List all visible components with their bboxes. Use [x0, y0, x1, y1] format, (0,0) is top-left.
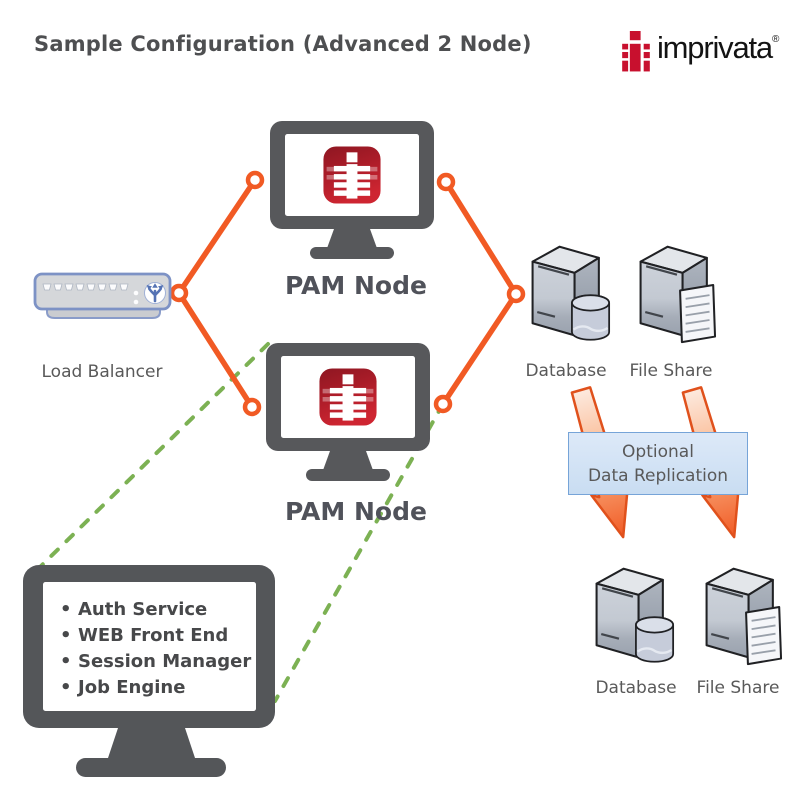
orange-ring-endpoint-icon	[506, 284, 526, 304]
pam-services-list: • Auth Service • WEB Front End • Session…	[60, 597, 265, 701]
pam-node-monitor-icon	[266, 343, 430, 481]
service-label: Auth Service	[78, 599, 208, 620]
note-line-1: Optional	[622, 441, 694, 462]
orange-ring-endpoint-icon	[169, 283, 189, 303]
orange-ring-endpoint-icon	[436, 172, 456, 192]
server-tower-with-database-cylinder-icon	[531, 245, 611, 341]
bullet: •	[60, 651, 72, 672]
server-tower-with-document-icon	[705, 567, 783, 666]
split-arrow-badge-icon	[144, 282, 166, 304]
document-icon	[679, 283, 717, 344]
imprivata-app-icon	[323, 146, 381, 204]
network-appliance-icon	[33, 272, 172, 319]
load-balancer-label: Load Balancer	[41, 362, 163, 382]
list-item: • Auth Service	[60, 597, 265, 623]
pam-node-monitor-icon	[270, 121, 434, 259]
imprivata-app-icon	[319, 368, 377, 426]
server-tower-with-document-icon	[639, 245, 717, 344]
imprivata-ladder-i-icon	[622, 31, 650, 72]
list-item: • WEB Front End	[60, 623, 265, 649]
database-cylinder-icon	[634, 616, 675, 663]
optional-data-replication-note: Optional Data Replication	[568, 432, 748, 495]
database-cylinder-icon	[570, 294, 611, 341]
database-replica-label: Database	[595, 678, 677, 698]
bullet: •	[60, 625, 72, 646]
file-share-primary-label: File Share	[629, 361, 713, 381]
document-icon	[745, 605, 783, 666]
list-item: • Session Manager	[60, 649, 265, 675]
orange-ring-endpoint-icon	[433, 394, 453, 414]
orange-ring-endpoint-icon	[242, 397, 262, 417]
server-tower-with-database-cylinder-icon	[595, 567, 675, 663]
port-row	[42, 283, 129, 291]
service-label: Job Engine	[78, 677, 186, 698]
orange-ring-endpoint-icon	[245, 170, 265, 190]
pam-node-top-label: PAM Node	[285, 271, 427, 300]
pam-services-monitor-icon	[23, 565, 275, 777]
database-primary-label: Database	[525, 361, 607, 381]
imprivata-logo: imprivata ®	[622, 26, 779, 74]
list-item: • Job Engine	[60, 675, 265, 701]
bullet: •	[60, 677, 72, 698]
note-line-2: Data Replication	[587, 465, 729, 486]
page-title: Sample Configuration (Advanced 2 Node)	[34, 32, 532, 56]
bullet: •	[60, 599, 72, 620]
imprivata-wordmark: imprivata	[657, 30, 773, 65]
service-label: WEB Front End	[78, 625, 229, 646]
pam-node-bottom-label: PAM Node	[285, 497, 427, 526]
registered-trademark: ®	[771, 34, 780, 45]
service-label: Session Manager	[78, 651, 252, 672]
file-share-replica-label: File Share	[696, 678, 780, 698]
